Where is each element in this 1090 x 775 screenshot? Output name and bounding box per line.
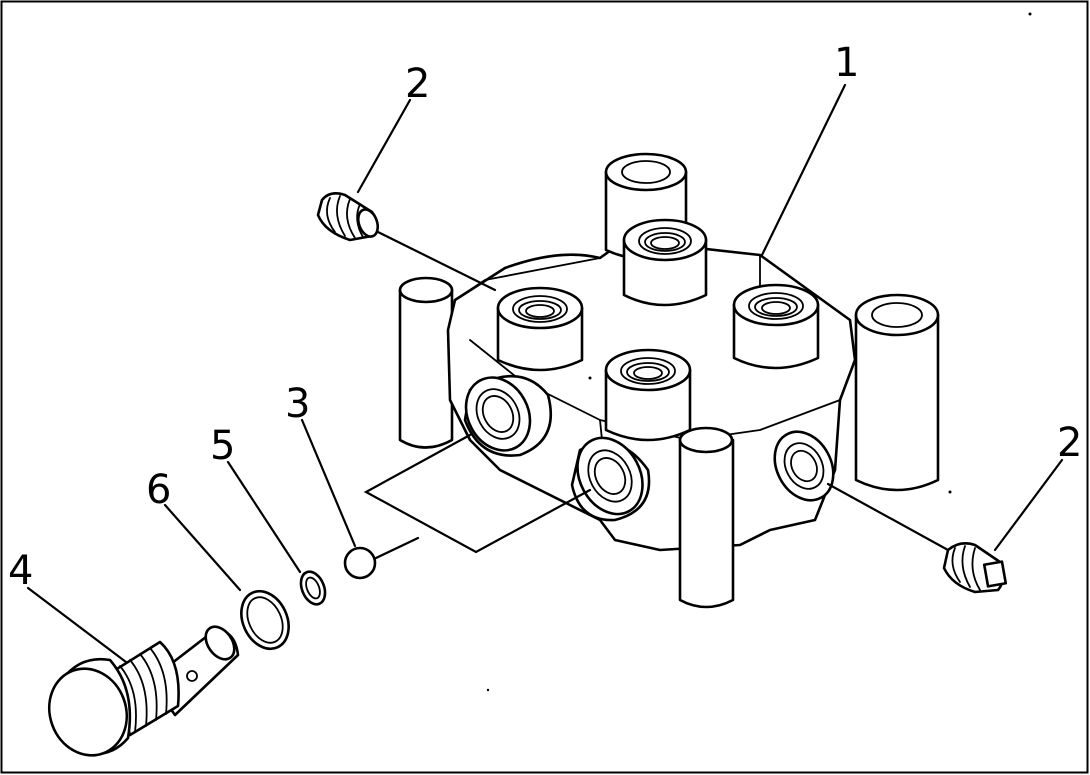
side-port-right <box>773 430 835 502</box>
o-ring-5 <box>299 570 327 606</box>
ball-3 <box>343 546 377 580</box>
callout-4: 4 <box>8 548 33 594</box>
top-port-front <box>604 348 692 442</box>
callout-1: 1 <box>834 40 859 86</box>
top-port-rear <box>622 218 708 307</box>
body-pin-front <box>678 426 735 609</box>
plug-2-left <box>316 192 380 242</box>
o-ring-6 <box>240 589 290 651</box>
print-specks <box>486 12 1032 692</box>
assembly-guide-lines <box>363 230 950 560</box>
plug-4 <box>47 625 240 757</box>
side-cylinder-right <box>854 293 940 492</box>
callout-6: 6 <box>146 467 171 513</box>
side-port-centre <box>570 436 651 522</box>
callout-leaders <box>26 83 1064 664</box>
top-port-left <box>496 286 584 372</box>
callout-2-lower: 2 <box>1057 420 1082 466</box>
callout-3: 3 <box>285 381 310 427</box>
callout-5: 5 <box>210 423 235 469</box>
plug-2-right <box>942 542 1008 594</box>
callout-2-upper: 2 <box>405 61 430 107</box>
valve-body <box>398 152 940 609</box>
top-port-right <box>732 283 820 370</box>
side-port-left <box>463 374 553 457</box>
body-pin-back-left <box>398 276 454 449</box>
